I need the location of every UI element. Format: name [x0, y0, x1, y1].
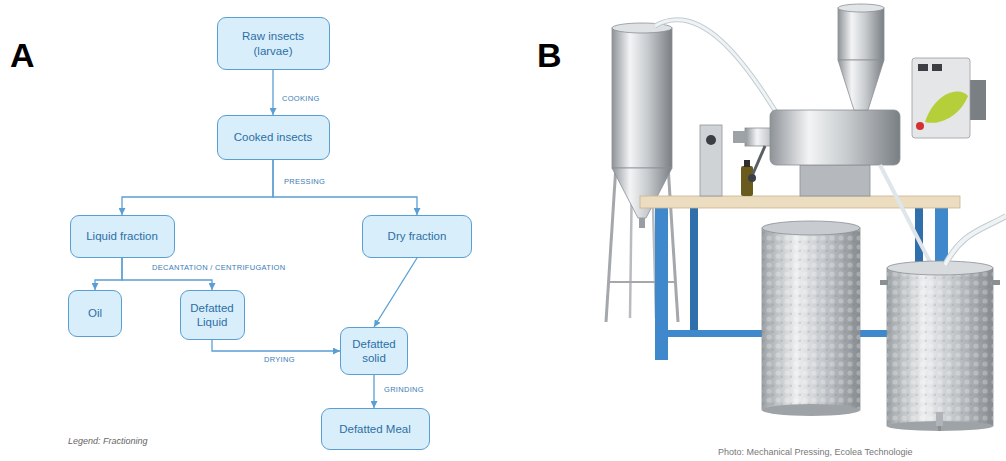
panel-letter: B [537, 36, 562, 75]
screw-press [733, 4, 900, 196]
process-box: Defatted Meal [321, 408, 430, 450]
flow-arrow [122, 160, 273, 215]
flow-arrow [272, 70, 273, 115]
box-text: Defatted solid [347, 337, 401, 366]
box-text: Cooked insects [234, 130, 313, 144]
collection-pot [762, 221, 860, 416]
legend-note: Legend: Fractioning [68, 436, 148, 446]
step-label: DRYING [262, 355, 297, 364]
photo-credit: Photo: Mechanical Pressing, Ecolea Techn… [718, 447, 912, 457]
process-box: Liquid fraction [70, 215, 175, 258]
process-box: Oil [68, 290, 122, 337]
control-box [912, 58, 986, 138]
flow-arrow [373, 375, 374, 408]
process-box: Defatted Liquid [180, 290, 245, 340]
panel-letter: A [10, 36, 35, 75]
box-text: Defatted Liquid [187, 301, 238, 330]
process-box: Cooked insects [217, 115, 330, 160]
box-text: Dry fraction [388, 229, 447, 243]
flow-arrow [212, 340, 340, 351]
box-text: Raw insects (larvae) [224, 29, 323, 58]
process-box: Defatted solid [340, 327, 408, 375]
step-label: COOKING [280, 94, 322, 103]
box-text: Oil [88, 306, 102, 320]
box-text: Defatted Meal [339, 422, 411, 436]
process-box: Raw insects (larvae) [217, 17, 330, 70]
box-text: Liquid fraction [86, 229, 158, 243]
step-label: GRINDING [382, 385, 426, 394]
flow-arrow [273, 160, 417, 215]
flow-arrow [374, 258, 417, 327]
collection-pot [880, 261, 1000, 431]
step-label: PRESSING [282, 177, 327, 186]
flow-arrow [95, 258, 122, 290]
step-label: DECANTATION / CENTRIFUGATION [150, 263, 287, 272]
process-box: Dry fraction [362, 215, 472, 258]
